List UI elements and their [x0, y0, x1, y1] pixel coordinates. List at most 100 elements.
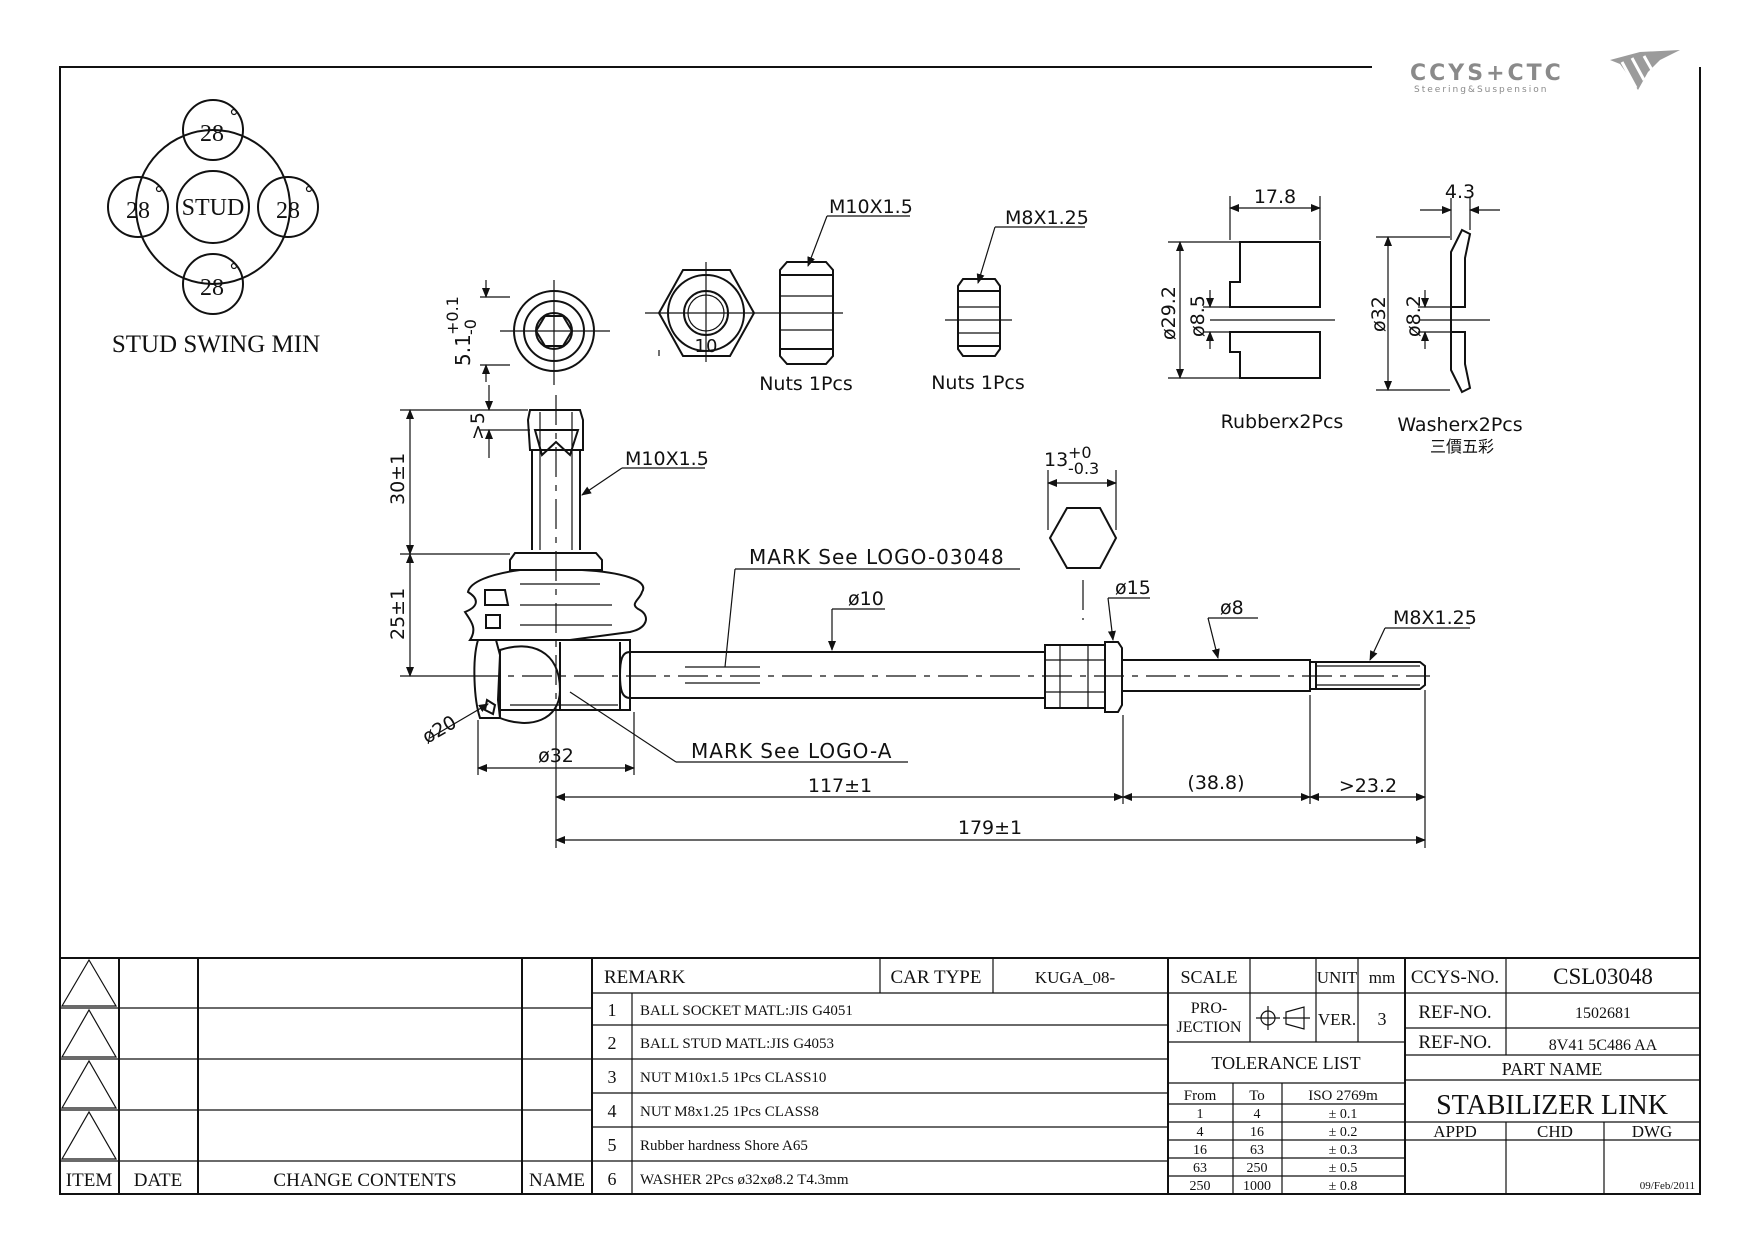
dim-min-len: >5: [467, 412, 489, 440]
projection-label: PRO-: [1191, 1000, 1227, 1017]
mark-logo-a-label: MARK See LOGO-A: [691, 739, 892, 763]
nut-m10-thread: M10X1.5: [829, 196, 913, 218]
logo-swoosh-icon: [1610, 50, 1680, 90]
washer-od-dim: ø32: [1368, 296, 1390, 332]
tol-cell: ± 0.2: [1329, 1125, 1358, 1140]
washer-thick-dim: 4.3: [1445, 181, 1475, 203]
tol-cell: 63: [1250, 1143, 1264, 1158]
len-117: 117±1: [808, 775, 872, 797]
rev-header-name: NAME: [529, 1170, 585, 1191]
tol-cell: 4: [1197, 1125, 1204, 1140]
tol-cell: 63: [1193, 1161, 1207, 1176]
chd-label: CHD: [1537, 1122, 1573, 1141]
ver-value: 3: [1378, 1009, 1387, 1029]
remark-num: 3: [608, 1067, 617, 1087]
unit-value: mm: [1369, 968, 1395, 987]
tol-header-to: To: [1249, 1088, 1265, 1104]
remark-num: 5: [608, 1135, 617, 1155]
remark-text: NUT M8x1.25 1Pcs CLASS8: [640, 1104, 819, 1120]
remark-num: 1: [608, 1000, 617, 1020]
swing-caption: STUD SWING MIN: [112, 331, 320, 358]
revision-triangle-icon: [60, 1110, 118, 1160]
company-logo: CCYS+CTC Steering&Suspension: [1410, 50, 1680, 95]
tol-cell: ± 0.5: [1329, 1161, 1358, 1176]
ccys-no-label: CCYS-NO.: [1411, 967, 1499, 988]
car-type-value: KUGA_08-: [1035, 968, 1116, 987]
nut-m10-caption: Nuts 1Pcs: [759, 373, 853, 395]
len-179: 179±1: [958, 817, 1022, 839]
tol-cell: 250: [1190, 1179, 1211, 1194]
drawing-date: 09/Feb/2011: [1640, 1180, 1695, 1192]
nut-m10-view: 10 M10X1.5 Nuts 1Pcs: [645, 196, 913, 395]
tol-cell: 16: [1250, 1125, 1264, 1140]
rubber-width-dim: 17.8: [1254, 186, 1296, 208]
remark-num: 4: [608, 1101, 617, 1121]
appd-label: APPD: [1433, 1122, 1476, 1141]
identity-block: CCYS-NO. CSL03048 REF-NO. 1502681 REF-NO…: [1405, 958, 1700, 1194]
tol-cell: 1000: [1243, 1179, 1271, 1194]
remark-text: BALL SOCKET MATL:JIS G4051: [640, 1003, 853, 1019]
washer-caption: Washerx2Pcs: [1397, 414, 1522, 436]
part-name-label: PART NAME: [1502, 1059, 1602, 1079]
projection-label-2: JECTION: [1177, 1019, 1242, 1036]
remark-header: REMARK: [604, 967, 686, 988]
tol-cell: ± 0.8: [1329, 1179, 1358, 1194]
end-thread-label: M8X1.25: [1393, 607, 1477, 629]
remark-text: Rubber hardness Shore A65: [640, 1138, 808, 1154]
part-name: STABILIZER LINK: [1436, 1090, 1668, 1121]
d8-label: ø8: [1220, 597, 1244, 619]
sheet-border: [59, 66, 1701, 1195]
scale-label: SCALE: [1180, 967, 1237, 987]
tol-cell: 16: [1193, 1143, 1207, 1158]
first-angle-projection-icon: [1256, 1006, 1310, 1030]
ver-label: VER.: [1318, 1010, 1356, 1029]
ref-no-label-1: REF-NO.: [1418, 1002, 1491, 1023]
washer-subcaption: 三價五彩: [1430, 437, 1494, 456]
rev-header-date: DATE: [134, 1170, 183, 1191]
tolerance-title: TOLERANCE LIST: [1211, 1053, 1360, 1073]
logo-tagline: Steering&Suspension: [1414, 85, 1548, 95]
remark-text: WASHER 2Pcs ø32xø8.2 T4.3mm: [640, 1172, 849, 1188]
d10-label: ø10: [848, 588, 884, 610]
stud-end-tol-up: +0.1: [443, 296, 462, 335]
hex-tol-up: +0: [1068, 443, 1092, 462]
swing-angle-top: 28: [200, 121, 224, 147]
spec-block: SCALE UNIT mm PRO- JECTION VER. 3 TOLERA…: [1168, 958, 1406, 1194]
remark-text: NUT M10x1.5 1Pcs CLASS10: [640, 1070, 826, 1086]
revision-triangle-icon: [60, 958, 118, 1007]
ccys-no-value: CSL03048: [1553, 964, 1653, 989]
rubber-id-dim: ø8.5: [1187, 295, 1209, 337]
stud-end-dim: 5.1: [451, 334, 475, 366]
tol-header-from: From: [1184, 1088, 1217, 1104]
mark-logo-label: MARK See LOGO-03048: [749, 545, 1005, 569]
rubber-bushing-view: 17.8 ø29.2 ø8.5 Rubberx2Pcs: [1158, 186, 1343, 433]
nut-m8-thread: M8X1.25: [1005, 207, 1089, 229]
stud-thread-label: M10X1.5: [625, 448, 709, 470]
tol-cell: 4: [1254, 1107, 1261, 1122]
dwg-label: DWG: [1632, 1122, 1673, 1141]
tol-header-iso: ISO 2769m: [1308, 1088, 1378, 1104]
rev-header-item: ITEM: [66, 1170, 113, 1191]
ref-no-value-1: 1502681: [1575, 1005, 1631, 1022]
title-block: ITEM DATE CHANGE CONTENTS NAME REMARK CA…: [60, 957, 1700, 1194]
washer-id-dim: ø8.2: [1403, 295, 1425, 337]
stud-end-view: 5.1 +0.1 -0: [443, 280, 610, 385]
d15-label: ø15: [1115, 577, 1151, 599]
ref-no-label-2: REF-NO.: [1418, 1032, 1491, 1053]
tol-cell: ± 0.3: [1329, 1143, 1358, 1158]
revision-triangle-icon: [60, 1059, 118, 1109]
dim-30: 30±1: [387, 453, 409, 505]
remarks-table: REMARK CAR TYPE KUGA_08- 1 BALL SOCKET M…: [592, 958, 1169, 1194]
rubber-od-dim: ø29.2: [1158, 286, 1180, 340]
remark-num: 6: [608, 1169, 617, 1189]
tol-cell: ± 0.1: [1329, 1107, 1358, 1122]
revision-triangle-icon: [60, 1008, 118, 1058]
stud-end-tol-dn: -0: [461, 319, 480, 335]
nut-m10-size: 10: [695, 336, 718, 357]
swing-angle-bottom: 28: [200, 275, 224, 301]
tol-cell: 1: [1197, 1107, 1204, 1122]
rev-header-change: CHANGE CONTENTS: [273, 1170, 456, 1191]
ref-no-value-2: 8V41 5C486 AA: [1549, 1037, 1658, 1054]
len-23-2: >23.2: [1339, 775, 1397, 797]
